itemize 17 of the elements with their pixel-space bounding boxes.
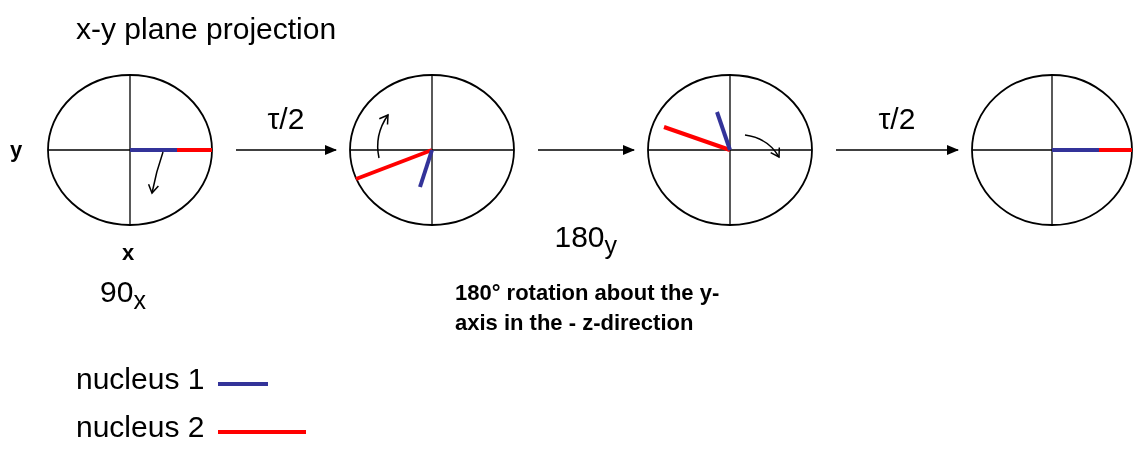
legend-label: nucleus 2 [76,410,205,444]
arrow [537,145,635,155]
edge-label: τ/2 [267,102,305,136]
axis-label: y [10,137,23,163]
arrow [235,145,337,155]
note-text: 180° rotation about the y-axis in the - z-direction [455,279,721,337]
axis-label: x [122,240,135,266]
projection-circle-drawing [970,73,1134,227]
projection-circle-drawing [348,73,516,227]
diagram-title: x-y plane projection [76,12,337,46]
projection-circle-drawing [646,73,814,227]
projection-circle-drawing [46,73,214,227]
legend-label: nucleus 1 [76,362,205,396]
edge-label: 180$_{y}$ [554,220,618,260]
arrow [835,145,959,155]
edge-label: τ/2 [878,102,916,136]
pulse-label: 90$_{x}$ [100,275,146,315]
